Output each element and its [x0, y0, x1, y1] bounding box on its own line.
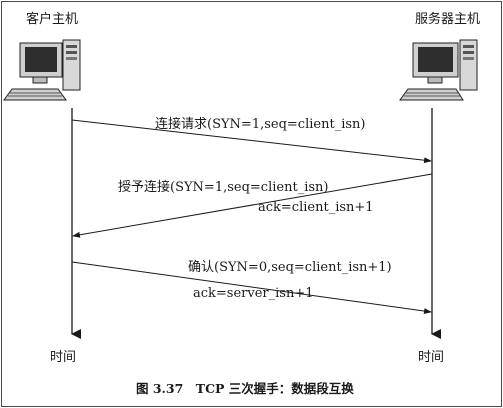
syn-label: 连接请求(SYN=1,seq=client_isn)	[155, 116, 365, 132]
client-host-label: 客户主机	[26, 11, 78, 27]
syn-ack-label: 授予连接(SYN=1,seq=client_isn)	[118, 179, 328, 195]
figure-caption: 图 3.37 TCP 三次握手：数据段互换	[136, 381, 354, 396]
ack-arrow	[71, 261, 432, 315]
ack-ack-label: ack=server_isn+1	[193, 286, 314, 301]
ack-label: 确认(SYN=0,seq=client_isn+1)	[188, 260, 392, 275]
server-time-label: 时间	[418, 350, 444, 365]
client-time-label: 时间	[50, 350, 76, 365]
server-host-label: 服务器主机	[415, 11, 480, 27]
syn-ack-arrow	[72, 173, 433, 238]
client-computer-icon	[3, 39, 81, 101]
syn-ack-ack-label: ack=client_isn+1	[258, 200, 374, 215]
server-computer-icon	[399, 39, 478, 101]
syn-arrow	[71, 119, 432, 164]
